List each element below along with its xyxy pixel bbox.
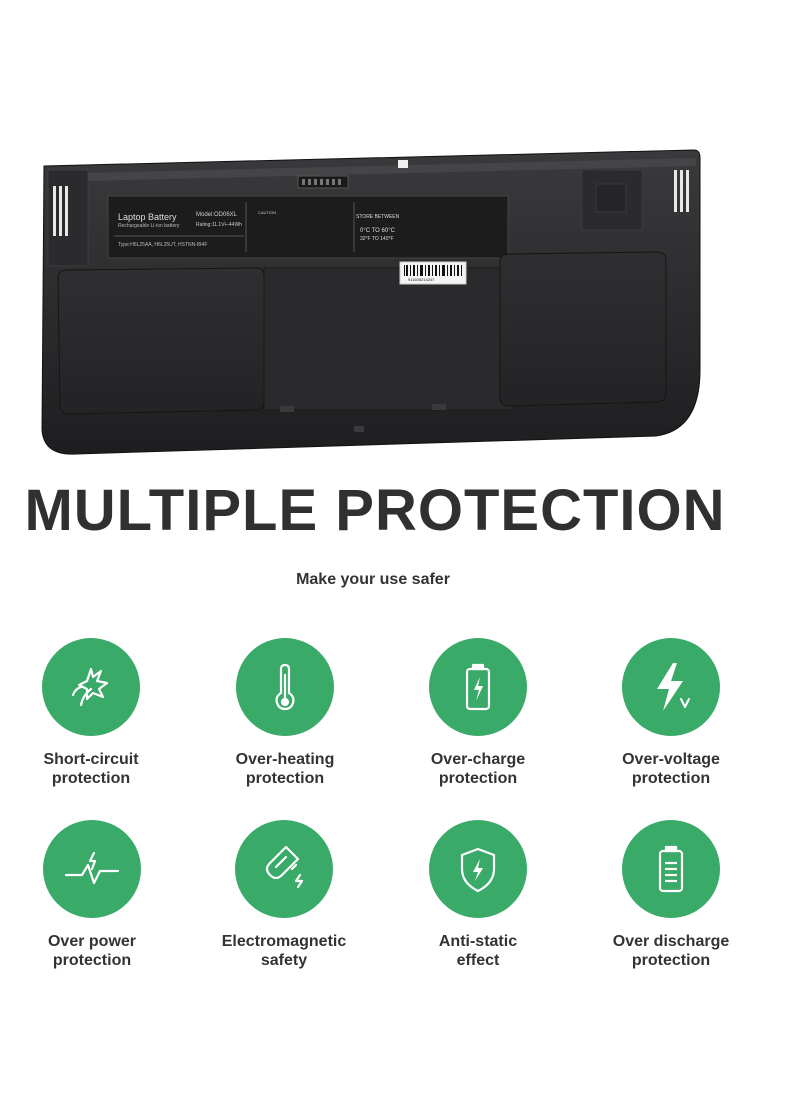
feature-label-line2: protection (51, 770, 131, 787)
power-pulse-icon (64, 851, 120, 885)
shield-bolt-icon (460, 847, 496, 893)
feature-over-charge: Over-charge protection (383, 638, 573, 788)
feature-electromagnetic: Electromagnetic safety (189, 820, 379, 970)
feature-label-line1: Anti-static (438, 933, 518, 950)
feature-label-line2: protection (52, 952, 132, 969)
feature-label-line2: protection (245, 770, 325, 787)
feature-label-line2: protection (631, 770, 711, 787)
feature-label-line1: Electromagnetic (221, 933, 347, 950)
battery-label-title: Laptop Battery (118, 212, 177, 222)
feature-label-line1: Over-heating (235, 751, 335, 768)
feature-circle (622, 820, 720, 918)
battery-store-between: STORE BETWEEN (356, 214, 400, 220)
battery-temp-f: 32°F TO 140°F (360, 236, 394, 242)
feature-label-line2: safety (260, 952, 308, 969)
feature-label-line2: protection (438, 770, 518, 787)
battery-product-image: Laptop Battery Rechargeable Li-ion batte… (36, 130, 706, 460)
battery-label-subtitle: Rechargeable Li-ion battery (118, 223, 180, 229)
short-circuit-icon (71, 667, 109, 707)
feature-circle (429, 638, 527, 736)
feature-label-line1: Over power (47, 933, 137, 950)
feature-circle (43, 820, 141, 918)
battery-charge-icon (465, 663, 491, 711)
feature-label-line2: effect (456, 952, 500, 969)
battery-caution: CAUTION (258, 210, 276, 215)
feature-circle (42, 638, 140, 736)
battery-temp-c: 0°C TO 60°C (360, 228, 395, 234)
feature-circle (622, 638, 720, 736)
battery-illustration (41, 149, 701, 455)
battery-rating: Rating:11.1V⊢44Wh (196, 222, 242, 228)
feature-short-circuit: Short-circuit protection (0, 638, 186, 788)
feature-label-line1: Short-circuit (43, 751, 139, 768)
battery-full-icon (658, 845, 684, 893)
page-headline: MULTIPLE PROTECTION (24, 478, 726, 543)
page-subline: Make your use safer (296, 571, 450, 588)
feature-label-line1: Over-voltage (622, 751, 720, 768)
feature-over-heating: Over-heating protection (190, 638, 380, 788)
feature-label-line1: Over-charge (430, 751, 526, 768)
feature-anti-static: Anti-static effect (383, 820, 573, 970)
feature-over-voltage: Over-voltage protection (576, 638, 766, 788)
feature-label-line2: protection (631, 952, 711, 969)
battery-model: Model:OD06XL (196, 212, 238, 218)
magnet-icon (265, 845, 304, 889)
feature-circle (235, 820, 333, 918)
thermometer-icon (275, 663, 295, 711)
feature-circle (429, 820, 527, 918)
feature-label-line1: Over discharge (612, 933, 730, 950)
battery-barcode-number: 911605214247 (408, 277, 435, 282)
voltage-bolt-icon (657, 663, 690, 711)
feature-over-power: Over power protection (0, 820, 187, 970)
battery-type-line: Type:H6L25AA, H6L25UT, HSTNN-IB4F (118, 242, 208, 248)
feature-circle (236, 638, 334, 736)
feature-over-discharge: Over discharge protection (576, 820, 766, 970)
